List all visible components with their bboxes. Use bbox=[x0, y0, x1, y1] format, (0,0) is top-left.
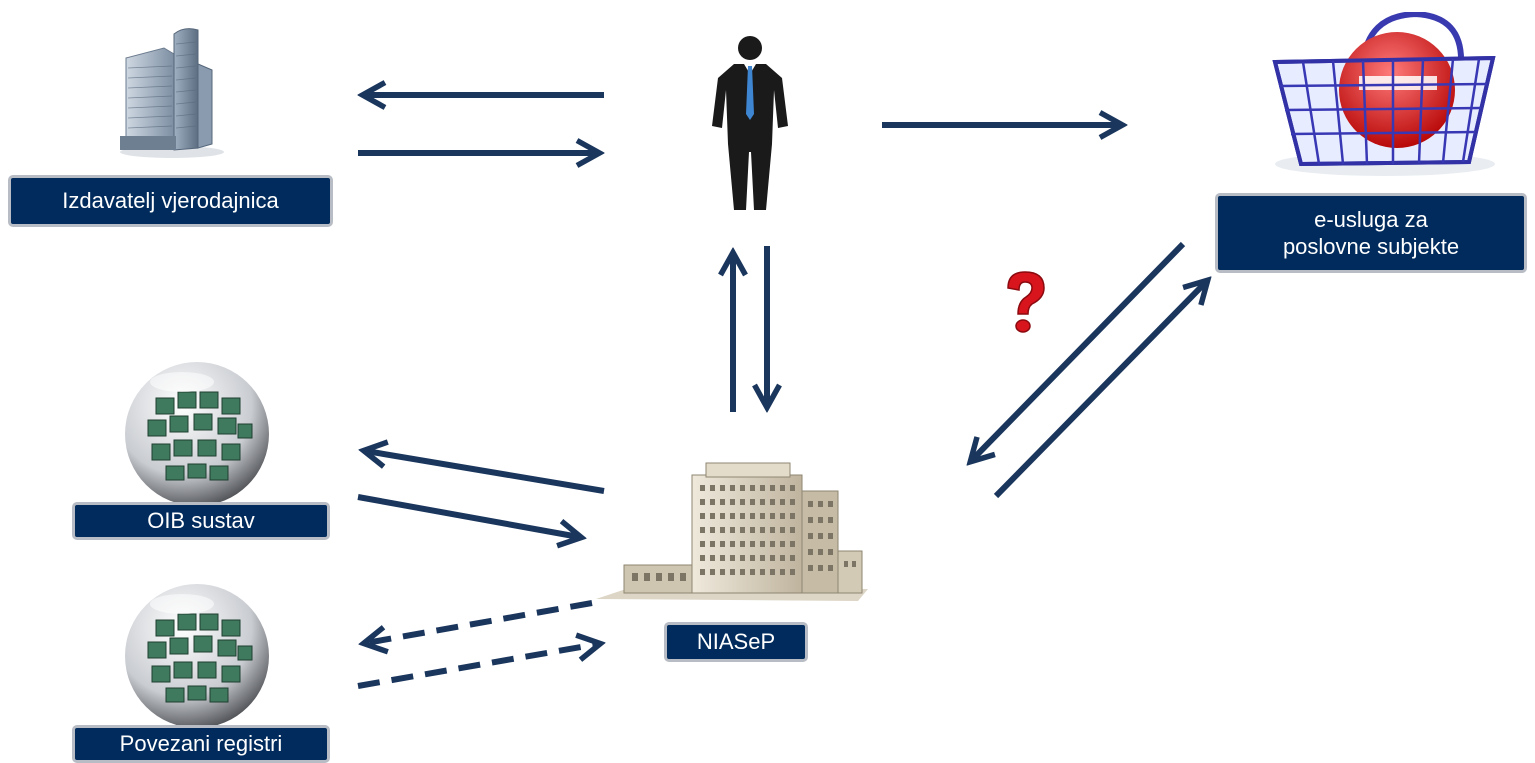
red-question-mark-icon bbox=[998, 268, 1052, 338]
registers-label: Povezani registri bbox=[72, 725, 330, 763]
arrow-registers-to-niasep-dashed bbox=[357, 644, 598, 689]
arrow-niasep-to-oib bbox=[366, 451, 605, 494]
issuer-label: Izdavatelj vjerodajnica bbox=[8, 175, 333, 227]
network-sphere-icon bbox=[122, 582, 272, 730]
office-tower-icon bbox=[112, 24, 224, 160]
eservice-label: e-usluga za poslovne subjekte bbox=[1215, 193, 1527, 273]
eservice-label-line2: poslovne subjekte bbox=[1282, 234, 1460, 259]
e-shopping-basket-icon bbox=[1255, 10, 1505, 182]
arrow-oib-to-niasep bbox=[357, 494, 579, 537]
arrow-eservice-to-niasep bbox=[972, 241, 1186, 460]
arrow-niasep-to-eservice bbox=[993, 282, 1206, 499]
network-sphere-icon bbox=[122, 360, 272, 508]
eservice-label-line1: e-usluga za bbox=[1314, 206, 1428, 232]
niasep-label: NIASeP bbox=[664, 622, 808, 662]
government-building-icon bbox=[596, 455, 871, 605]
arrow-niasep-to-registers-dashed bbox=[366, 600, 593, 643]
oib-label: OIB sustav bbox=[72, 502, 330, 540]
businessman-icon bbox=[710, 34, 790, 214]
